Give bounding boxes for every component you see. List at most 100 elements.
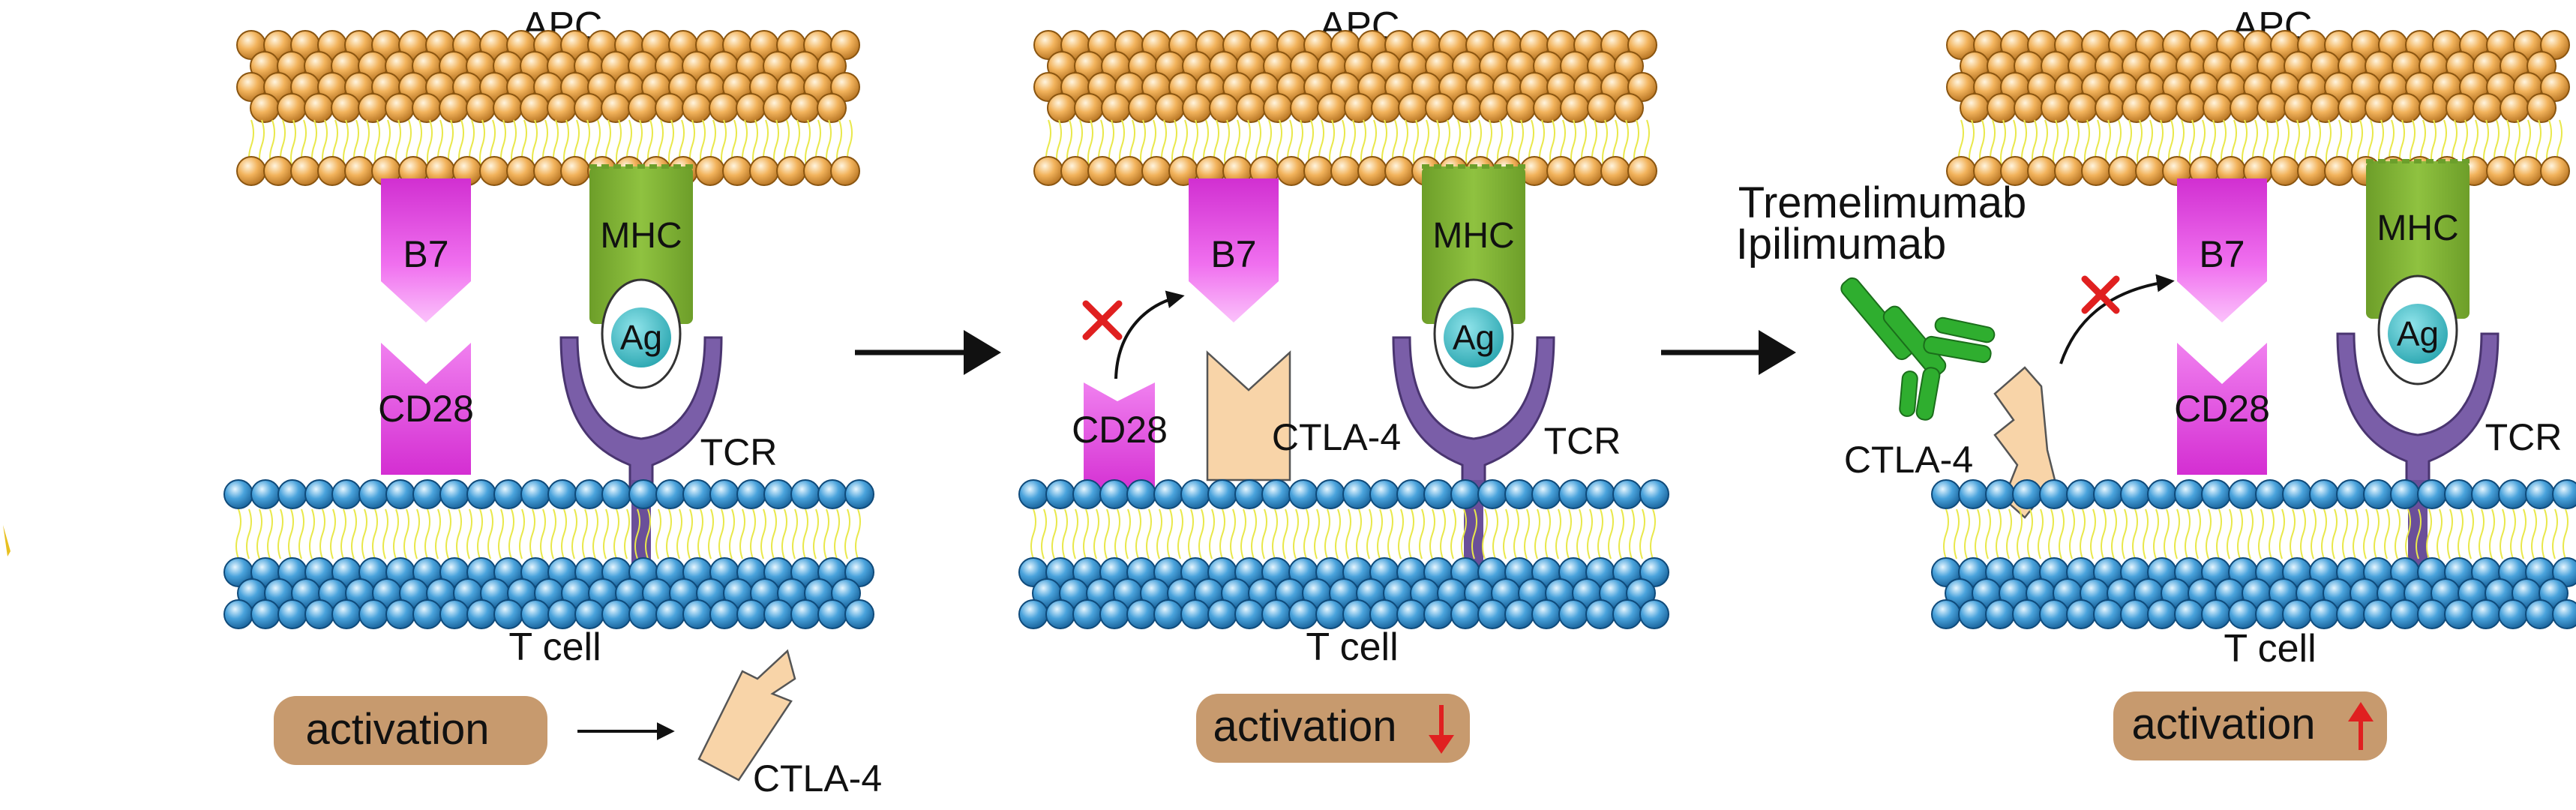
lipid-tails [235,508,861,560]
lipid-head [817,51,847,81]
b7-label: B7 [2199,233,2245,275]
antibody-icon [1840,277,1996,421]
lipid-head [1558,479,1588,509]
lipid-head [2135,156,2165,186]
ctla4-receptor: CTLA-4 [1206,350,1401,482]
lipid-head [2012,599,2042,629]
lipid-head [1101,93,1131,123]
tcr-receptor: TCR [1392,336,1621,570]
lipid-head [466,479,496,509]
lipid-head [2363,479,2393,509]
lipid-head [1033,156,1063,186]
lipid-head [2095,93,2125,123]
lipid-head [1261,479,1291,509]
lipid-head [1627,72,1657,102]
lipid-head [1600,156,1630,186]
lipid-head [655,479,685,509]
lipid-head [2338,93,2368,123]
lipid-head [2471,599,2501,629]
lipid-head [2552,479,2576,509]
lipid-head [2525,479,2555,509]
lipid-head [506,156,536,186]
drug-label-tremelimumab: Tremelimumab [1738,178,2027,227]
lipid-head [1627,156,1657,186]
mhc-complex: MHC Ag [589,164,693,389]
antigen-icon [2388,304,2448,364]
lipid-head [2444,479,2474,509]
lipid-head [776,156,806,186]
lipid-head [2039,479,2069,509]
lipid-head [1627,30,1657,60]
panel-ctla4-inhibition: APC B7 CTLA-4 CD28 MHC Ag [1018,4,1669,763]
down-arrow-icon [1429,705,1454,754]
panel-normal-activation: APC B7 CD28 MHC Ag TCR T cell [223,4,882,800]
lipid-head [1558,599,1588,629]
lipid-head [1477,479,1507,509]
lipid-head [2540,30,2570,60]
lipid-head [628,599,658,629]
lipid-head [1141,156,1171,186]
lipid-head [277,599,307,629]
up-arrow-icon [2348,702,2374,750]
lipid-head [331,599,361,629]
lipid-head [831,578,861,608]
lipid-head [2527,51,2557,81]
activation-box: activation [1196,694,1470,763]
lipid-head [223,599,253,629]
lipid-head [830,72,860,102]
lipid-head [1209,93,1239,123]
lipid-head [2147,599,2177,629]
lipid-head [2525,599,2555,629]
lipid-head [358,479,388,509]
lipid-head [682,479,712,509]
mhc-label: MHC [2377,208,2458,248]
lipid-head [1234,599,1264,629]
mhc-label: MHC [600,216,682,256]
activation-box: activation [274,696,547,765]
x-mark-icon [2081,275,2120,314]
lipid-head [1639,479,1669,509]
lipid-head [574,93,604,123]
activation-label: activation [2131,700,2315,748]
lipid-head [1045,479,1075,509]
lipid-head [2122,93,2152,123]
tcr-label: TCR [1544,420,1621,462]
lipid-head [493,93,523,123]
lipid-head [2041,93,2071,123]
lipid-head [2149,93,2179,123]
lipid-head [2473,93,2503,123]
lipid-head [1180,599,1210,629]
lipid-head [1573,156,1603,186]
lipid-head [2390,479,2420,509]
lipid-head [2309,599,2339,629]
lipid-head [2417,479,2447,509]
lipid-head [466,93,496,123]
lipid-head [2255,479,2285,509]
lipid-head [803,156,833,186]
lipid-head [1450,479,1480,509]
lipid-head [1344,93,1374,123]
lipid-head [790,599,820,629]
lipid-head [1396,479,1426,509]
lipid-head [2284,93,2314,123]
lipid-head [1398,93,1428,123]
lipid-head [385,93,415,123]
lipid-head [682,599,712,629]
lipid-head [412,479,442,509]
lipid-head [1261,599,1291,629]
x-mark-icon [1082,300,1123,340]
tcr-label: TCR [2485,416,2563,458]
ctla4-free-receptor: CTLA-4 [697,649,882,800]
lipid-head [1234,479,1264,509]
lipid-head [1546,156,1576,186]
lipid-head [1369,599,1399,629]
lipid-head [2311,93,2341,123]
ctla4-label: CTLA-4 [753,758,882,800]
b7-ligand: B7 [381,178,471,322]
lipid-head [2365,93,2395,123]
lipid-head [2336,479,2366,509]
lipid-head [1114,156,1144,186]
lipid-head [1987,93,2017,123]
lipid-head [2336,599,2366,629]
lipid-head [2540,72,2570,102]
